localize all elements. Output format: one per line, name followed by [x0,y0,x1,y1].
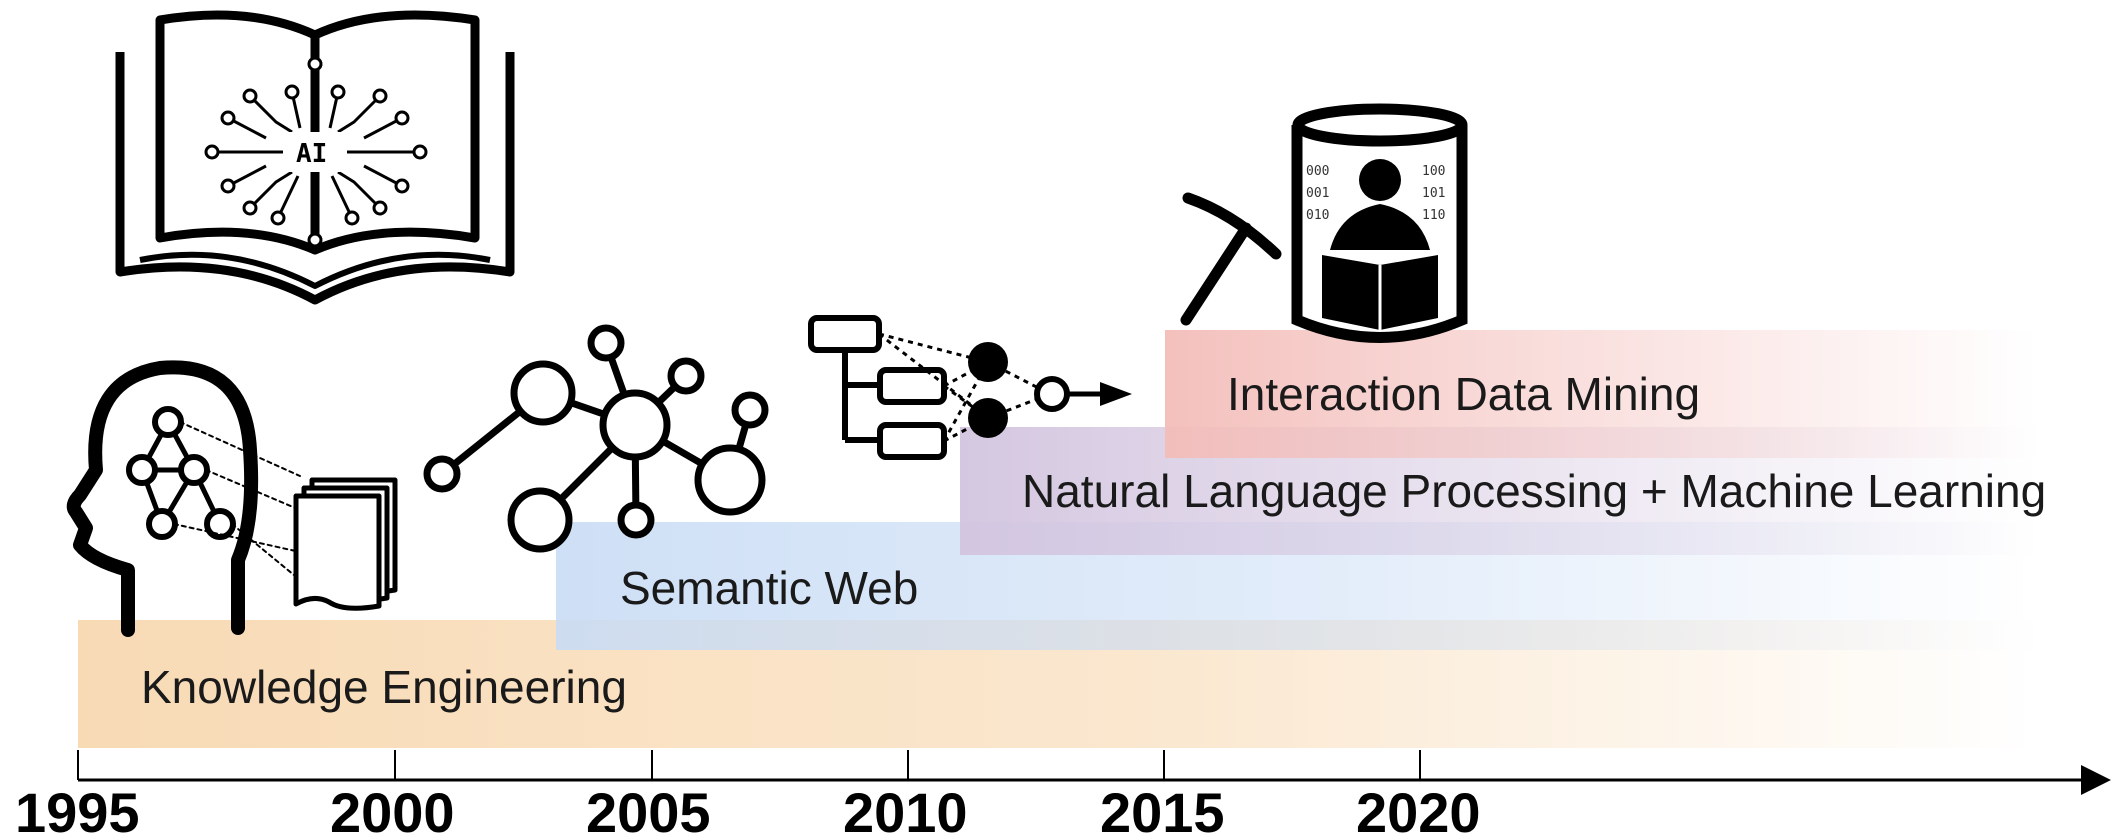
nlp-ml-pipeline-icon [808,315,1132,460]
binary-right-1: 101 [1422,186,1445,201]
axis-ticks [77,750,1421,780]
era-band-interaction-data-mining [1165,330,2038,458]
ai-book-text: AI [296,139,327,169]
era-label-nlp-ml: Natural Language Processing + Machine Le… [1022,465,2046,517]
binary-right-0: 100 [1422,164,1445,179]
head-icon [66,360,301,637]
binary-left-1: 001 [1306,186,1329,201]
documents-icon [293,477,398,611]
tick-label-2005: 2005 [586,781,711,835]
era-label-knowledge-engineering: Knowledge Engineering [141,661,627,713]
database-reader-icon [1291,103,1468,343]
pickaxe-icon [1180,192,1282,326]
binary-left-2: 010 [1306,208,1329,223]
tick-label-2015: 2015 [1100,781,1225,835]
ai-book-icon [115,10,515,305]
binary-left-0: 000 [1306,164,1329,179]
binary-right-2: 110 [1422,208,1445,223]
tick-label-2010: 2010 [843,781,968,835]
tick-label-1995: 1995 [15,781,140,835]
era-label-interaction-data-mining: Interaction Data Mining [1227,368,1700,420]
tick-label-2000: 2000 [330,781,455,835]
semantic-network-icon [423,324,769,553]
tick-label-2020: 2020 [1356,781,1481,835]
era-label-semantic-web: Semantic Web [620,562,918,614]
